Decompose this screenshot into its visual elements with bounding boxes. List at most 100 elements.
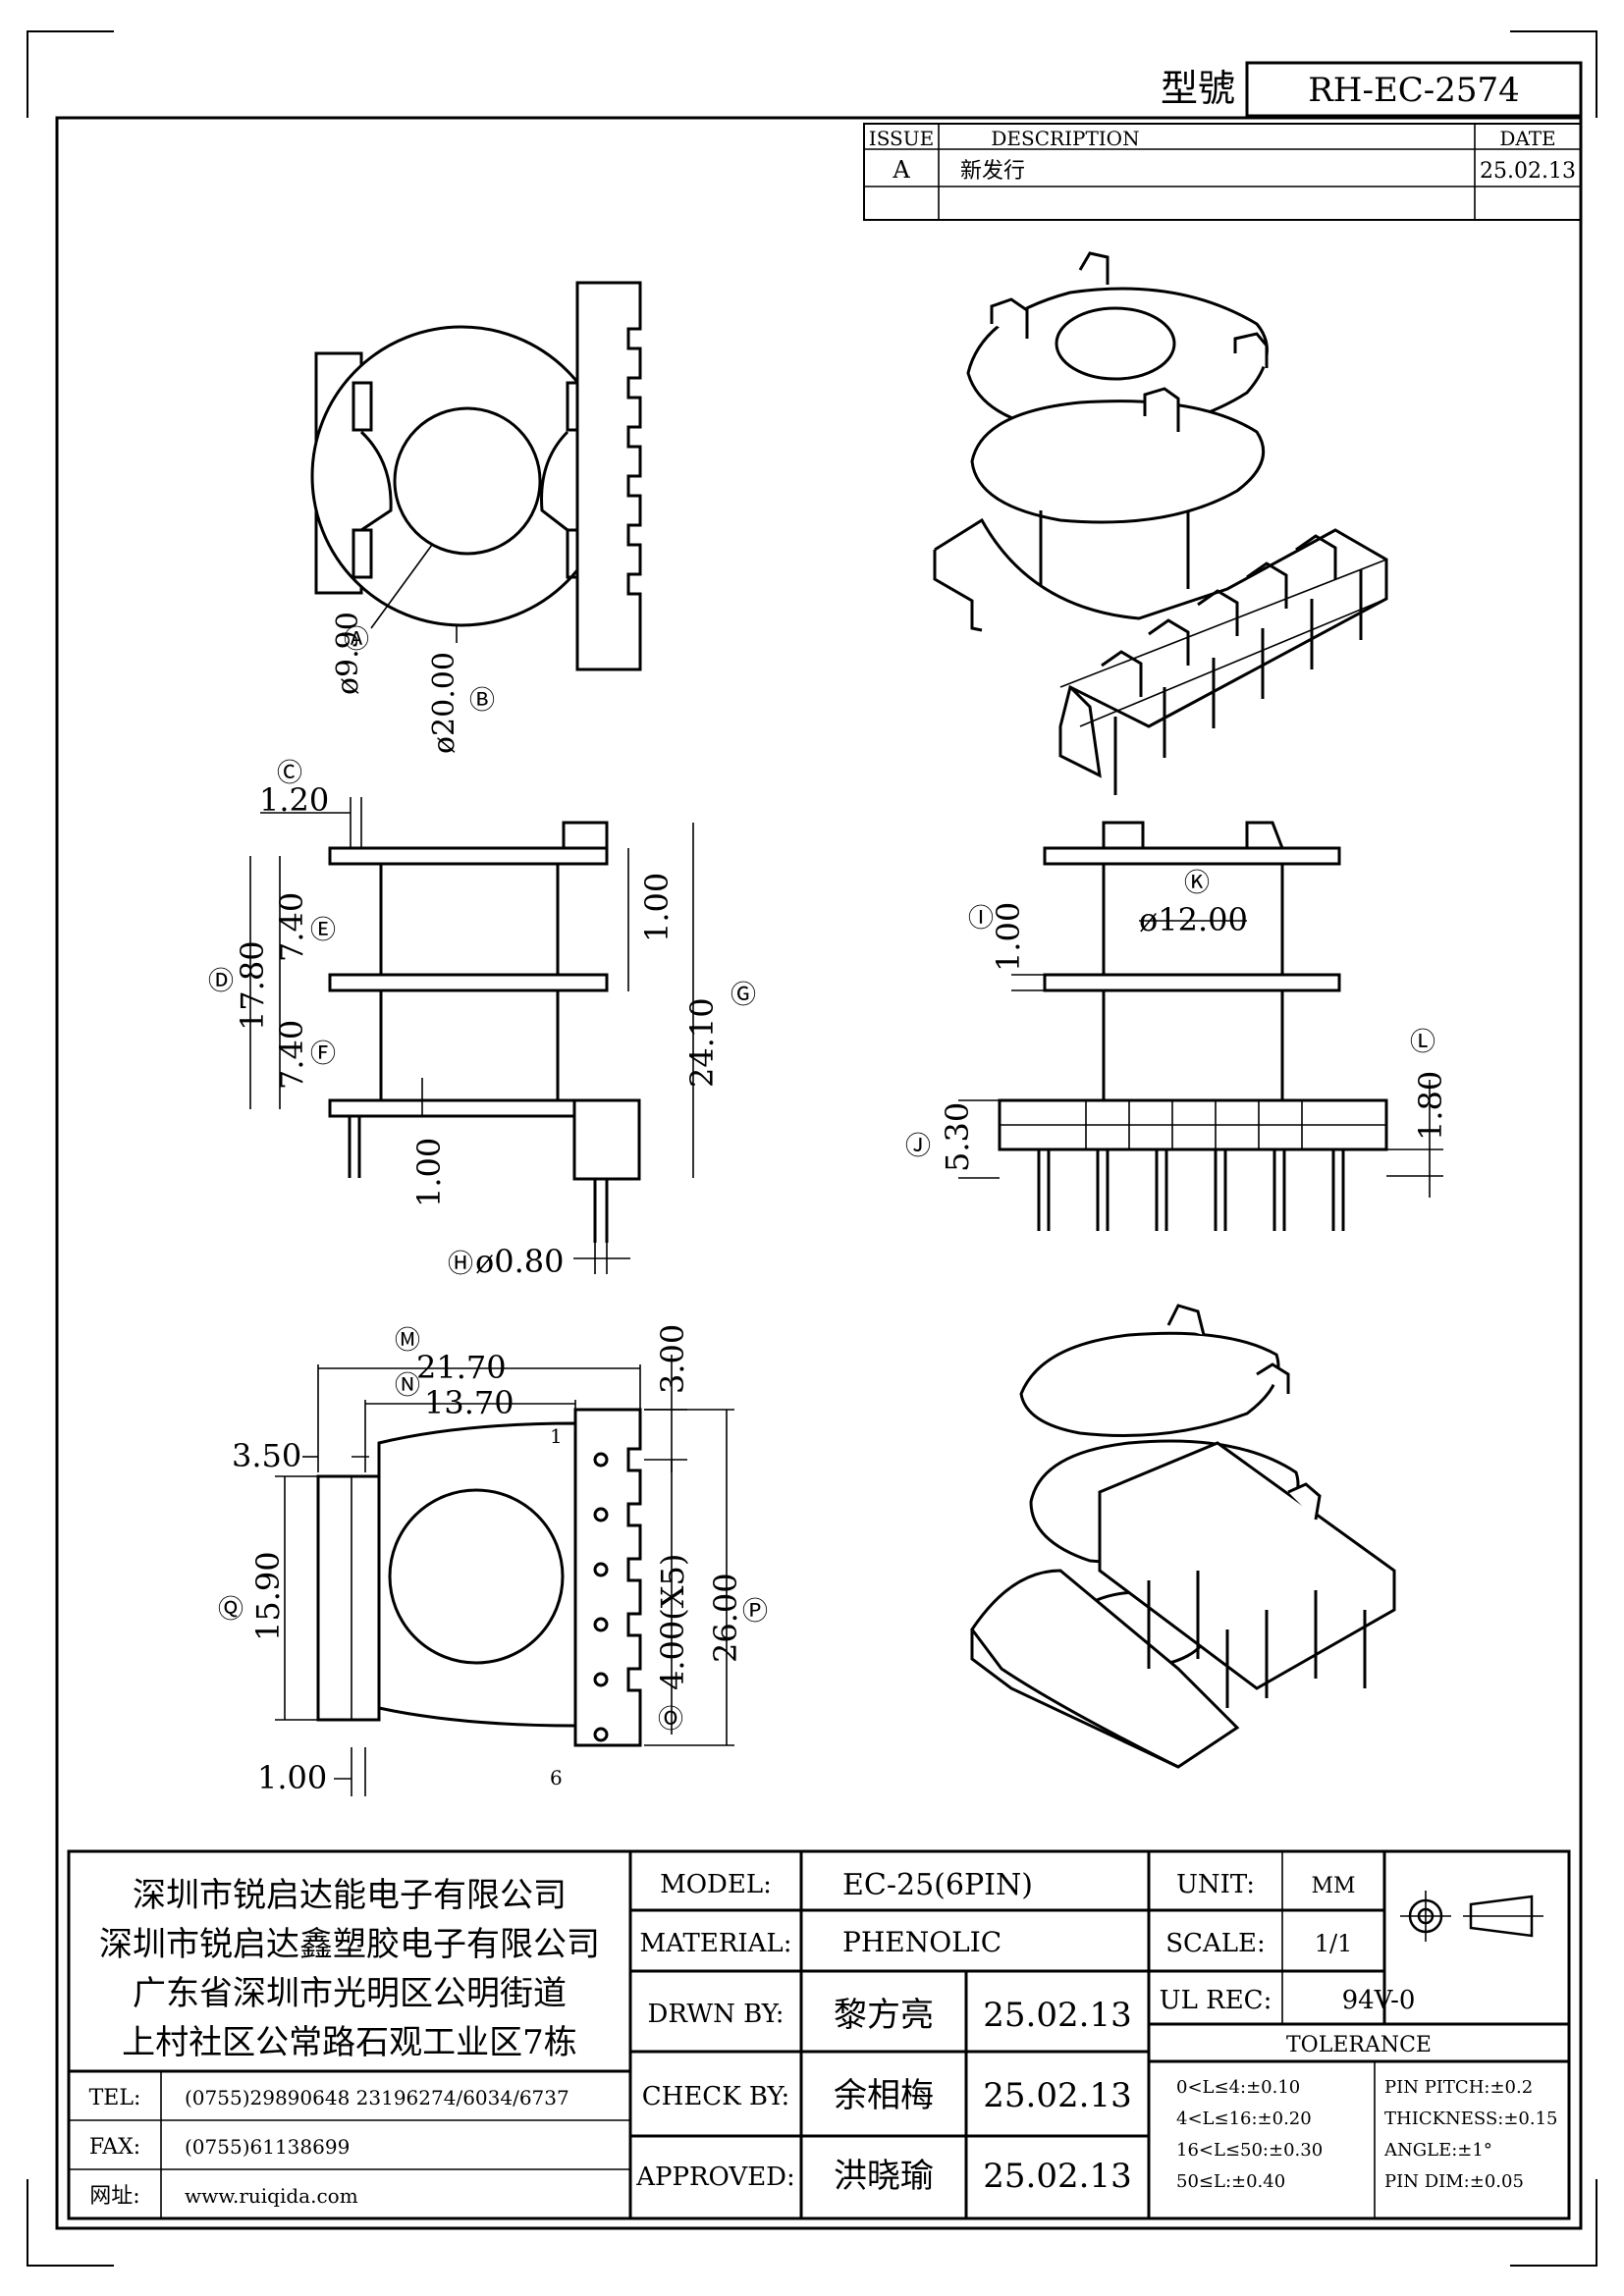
- tolerance-title: TOLERANCE: [1286, 2033, 1432, 2057]
- company-line-1: 深圳市锐启达能电子有限公司: [133, 1876, 567, 1915]
- col-issue: ISSUE: [869, 127, 934, 150]
- dim-B: ø20.00: [427, 652, 461, 754]
- projection-symbol-icon: [1400, 1891, 1543, 1942]
- dim-I: 1.00: [990, 902, 1027, 972]
- top-view: Ⓐ ø9.90 ø20.00 Ⓑ: [310, 281, 642, 754]
- dim-D: 17.80: [234, 940, 271, 1031]
- model-number: RH-EC-2574: [1308, 71, 1520, 110]
- label-L: Ⓛ: [1410, 1028, 1435, 1057]
- ul-value: 94V-0: [1342, 1986, 1416, 2015]
- tol-1: 0<L≤4:±0.10: [1176, 2077, 1300, 2098]
- bottom-pin-holes: [593, 1452, 609, 1742]
- check-name: 余相梅: [834, 2076, 934, 2115]
- title-block: 深圳市锐启达能电子有限公司 深圳市锐启达鑫塑胶电子有限公司 广东省深圳市光明区公…: [67, 1849, 1571, 2220]
- label-D: Ⓓ: [208, 967, 234, 996]
- iso-view-bottom: [970, 1304, 1396, 1769]
- label-H: Ⓗ: [448, 1250, 473, 1279]
- dim-left: 3.50: [232, 1437, 301, 1474]
- label-K: Ⓚ: [1184, 869, 1210, 898]
- label-F: Ⓕ: [310, 1040, 336, 1069]
- dim-P: 26.00: [707, 1573, 744, 1663]
- bottom-view: Ⓜ 21.70 Ⓝ 13.70 3.50 15.90 Ⓠ 1.00 3.00 4…: [218, 1324, 768, 1796]
- col-description: DESCRIPTION: [991, 127, 1139, 150]
- revision-table: ISSUE DESCRIPTION DATE A 新发行 25.02.13: [863, 123, 1582, 221]
- material-value: PHENOLIC: [842, 1926, 1001, 1958]
- tol-angle: ANGLE:±1°: [1383, 2140, 1492, 2161]
- web-label: 网址:: [89, 2184, 139, 2209]
- side-pins: [1037, 1149, 1345, 1231]
- material-label: MATERIAL:: [640, 1929, 792, 1958]
- bore: [393, 406, 542, 556]
- dim-H: ø0.80: [475, 1243, 565, 1280]
- scale-label: SCALE:: [1165, 1929, 1266, 1958]
- dim-pitch: 4.00(X5): [654, 1554, 691, 1690]
- front-view: Ⓒ 1.20 17.80 Ⓓ 7.40 Ⓔ 7.40 Ⓕ 1.00 24.10 …: [208, 759, 756, 1280]
- model-value-tb: EC-25(6PIN): [842, 1868, 1033, 1902]
- dim-K: ø12.00: [1139, 901, 1248, 938]
- unit-value: MM: [1311, 1874, 1355, 1898]
- dim-flange-1: 1.00: [638, 873, 676, 942]
- description-value: 新发行: [960, 159, 1025, 184]
- dim-F: 7.40: [273, 1020, 310, 1090]
- dim-top: 3.00: [654, 1324, 691, 1394]
- date-value: 25.02.13: [1480, 159, 1576, 184]
- approved-label: APPROVED:: [635, 2163, 795, 2192]
- web-value: www.ruiqida.com: [185, 2184, 358, 2208]
- label-B: Ⓑ: [469, 686, 495, 716]
- model-label-tb: MODEL:: [660, 1870, 772, 1899]
- label-G: Ⓖ: [731, 981, 756, 1010]
- dim-M: 21.70: [416, 1349, 507, 1386]
- company-line-4: 上村社区公常路石观工业区7栋: [122, 2023, 577, 2062]
- drawn-date: 25.02.13: [983, 1996, 1131, 2035]
- tol-pin-dim: PIN DIM:±0.05: [1384, 2171, 1524, 2192]
- tol-4: 50≤L:±0.40: [1176, 2171, 1285, 2192]
- pin-1-label: 1: [550, 1424, 563, 1448]
- ul-label: UL REC:: [1160, 1986, 1272, 2015]
- label-E: Ⓔ: [310, 916, 336, 945]
- label-A: Ⓐ: [344, 625, 369, 655]
- dim-G: 24.10: [683, 997, 721, 1088]
- tel-value: (0755)29890648 23196274/6034/6737: [185, 2086, 569, 2109]
- drawn-name: 黎方亮: [834, 1996, 934, 2035]
- company-line-2: 深圳市锐启达鑫塑胶电子有限公司: [99, 1925, 600, 1964]
- label-Q: Ⓠ: [218, 1595, 244, 1625]
- fax-value: (0755)61138699: [185, 2135, 350, 2159]
- tol-2: 4<L≤16:±0.20: [1176, 2109, 1312, 2129]
- tel-label: TEL:: [89, 2086, 141, 2110]
- model-header: 型號 RH-EC-2574: [1161, 61, 1583, 118]
- dim-J: 5.30: [939, 1102, 976, 1172]
- main-border: [55, 116, 1583, 2230]
- side-view: ø12.00 Ⓚ 1.00 Ⓘ 5.30 Ⓙ 1.80 Ⓛ: [905, 821, 1449, 1231]
- dim-base-1: 1.00: [410, 1138, 448, 1207]
- approved-name: 洪晓瑜: [834, 2157, 934, 2196]
- col-date: DATE: [1499, 127, 1555, 150]
- dim-C: 1.20: [259, 781, 329, 819]
- unit-label: UNIT:: [1176, 1870, 1255, 1899]
- fax-label: FAX:: [89, 2135, 140, 2160]
- tol-thickness: THICKNESS:±0.15: [1384, 2109, 1558, 2129]
- label-N: Ⓝ: [395, 1371, 420, 1401]
- drawn-label: DRWN BY:: [648, 2000, 785, 2029]
- dim-A: ø9.90: [331, 612, 365, 695]
- label-I: Ⓘ: [968, 904, 994, 934]
- issue-value: A: [892, 156, 910, 184]
- flange-outline: [310, 325, 613, 627]
- label-J: Ⓙ: [905, 1132, 931, 1161]
- company-line-3: 广东省深圳市光明区公明街道: [133, 1974, 567, 2013]
- dim-E: 7.40: [273, 892, 310, 962]
- bottom-bore: [388, 1488, 565, 1665]
- label-O: Ⓞ: [658, 1705, 683, 1735]
- tol-pin-pitch: PIN PITCH:±0.2: [1384, 2077, 1533, 2098]
- iso-view-top: [933, 251, 1388, 795]
- check-label: CHECK BY:: [642, 2082, 790, 2111]
- label-P: Ⓟ: [742, 1597, 768, 1627]
- label-M: Ⓜ: [395, 1326, 420, 1356]
- tol-3: 16<L≤50:±0.30: [1176, 2140, 1323, 2161]
- approved-date: 25.02.13: [983, 2157, 1131, 2196]
- model-label: 型號: [1161, 67, 1235, 110]
- check-date: 25.02.13: [983, 2076, 1131, 2115]
- corner-marks: [27, 30, 1597, 2267]
- dim-L: 1.80: [1412, 1071, 1449, 1141]
- dim-bottom-1: 1.00: [257, 1759, 327, 1796]
